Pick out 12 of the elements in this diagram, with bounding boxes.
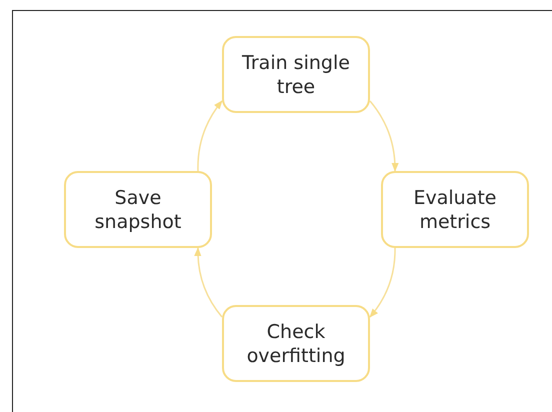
curved-arrow xyxy=(194,247,223,318)
curved-arrow xyxy=(369,100,399,172)
process-box xyxy=(222,36,370,113)
process-box xyxy=(381,171,529,248)
process-box xyxy=(64,171,212,248)
step-label: Save snapshot xyxy=(94,186,182,234)
step-label: Evaluate metrics xyxy=(412,186,498,234)
process-box xyxy=(222,305,370,382)
step-label: Train single tree xyxy=(241,50,351,98)
step-label: Check overfitting xyxy=(246,320,346,368)
curved-arrow xyxy=(369,248,396,318)
curved-arrow xyxy=(197,100,223,171)
